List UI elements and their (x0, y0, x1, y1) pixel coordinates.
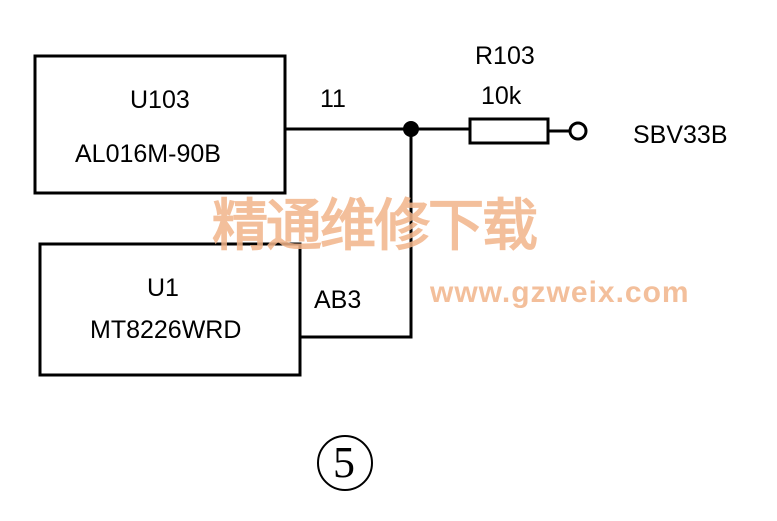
figure-number-circle (317, 435, 373, 491)
u103-pin: 11 (320, 85, 346, 113)
watermark-url: www.gzweix.com (430, 276, 690, 309)
u103-ref: U103 (130, 86, 190, 114)
wire-junction-u1 (300, 129, 413, 339)
u1-part: MT8226WRD (90, 316, 242, 344)
r103-resistor (468, 117, 550, 145)
u103-part: AL016M-90B (75, 140, 221, 168)
u1-box (38, 242, 302, 377)
net-label: SBV33B (633, 121, 728, 149)
terminal-circle (568, 121, 588, 141)
u103-box (33, 54, 287, 195)
r103-ref: R103 (475, 42, 535, 70)
u1-pin: AB3 (314, 286, 362, 314)
u1-ref: U1 (147, 274, 179, 302)
r103-value: 10k (481, 82, 522, 110)
watermark-cn: 精通维修下载 (212, 194, 538, 257)
figure-number: 5 (333, 438, 355, 487)
